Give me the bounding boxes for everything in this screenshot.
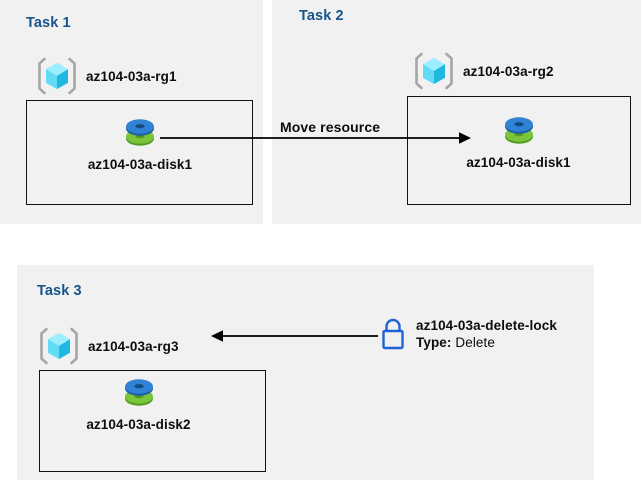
arrow-right-icon <box>160 132 471 144</box>
task-panel-task3: Task 3 az104-03a-rg3 <box>17 265 594 480</box>
resource-group-box-task1 <box>26 100 253 205</box>
lock-name: az104-03a-delete-lock <box>416 318 557 333</box>
panel-title-task1: Task 1 <box>26 15 71 31</box>
lock-type-label: Type: <box>416 335 452 350</box>
resource-group-box-task2 <box>407 96 631 205</box>
resource-lock-task3: az104-03a-delete-lock Type: Delete <box>378 315 557 353</box>
arrow-label-move-resource: Move resource <box>280 119 381 135</box>
task-panel-task1: Task 1 az104-03a-rg1 <box>0 0 263 224</box>
resource-group-cube-icon <box>37 325 81 367</box>
managed-disk-icon <box>117 372 161 413</box>
resource-item-task3-disk: az104-03a-disk2 <box>72 372 205 432</box>
resource-group-cube-icon <box>412 50 456 92</box>
managed-disk-icon <box>497 110 541 151</box>
resource-group-label-task1: az104-03a-rg1 <box>86 68 177 84</box>
padlock-icon <box>378 315 408 353</box>
arrow-left-icon <box>211 330 378 342</box>
lock-type-value: Delete <box>455 335 495 350</box>
resource-group-task3: az104-03a-rg3 <box>37 325 179 367</box>
resource-label-task1-disk: az104-03a-disk1 <box>87 157 193 172</box>
resource-group-label-task3: az104-03a-rg3 <box>88 338 179 354</box>
resource-group-label-task2: az104-03a-rg2 <box>463 63 554 79</box>
managed-disk-icon <box>118 112 162 153</box>
resource-group-cube-icon <box>35 55 79 97</box>
panel-title-task3: Task 3 <box>37 283 82 299</box>
lock-text-block: az104-03a-delete-lock Type: Delete <box>416 315 557 351</box>
resource-group-task1: az104-03a-rg1 <box>35 55 177 97</box>
resource-group-task2: az104-03a-rg2 <box>412 50 554 92</box>
lock-type-row: Type: Delete <box>416 334 557 351</box>
panel-title-task2: Task 2 <box>299 8 344 24</box>
resource-group-box-task3 <box>39 370 266 472</box>
resource-item-task2-disk: az104-03a-disk1 <box>452 110 585 170</box>
resource-label-task3-disk: az104-03a-disk2 <box>86 417 191 432</box>
resource-label-task2-disk: az104-03a-disk1 <box>466 155 571 170</box>
resource-item-task1-disk: az104-03a-disk1 <box>75 112 205 172</box>
task-panel-task2: Task 2 az104-03a-rg2 <box>272 0 641 224</box>
